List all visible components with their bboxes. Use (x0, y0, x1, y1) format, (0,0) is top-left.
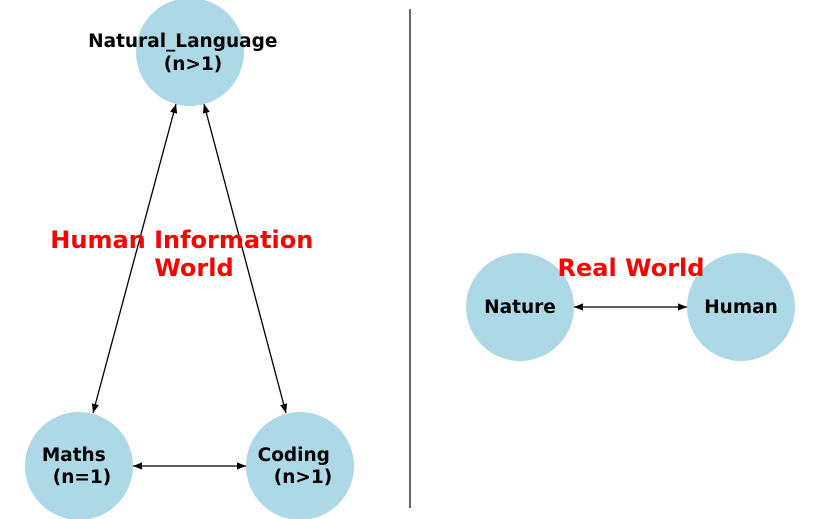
node-coding-label: Coding (n>1) (258, 445, 337, 488)
left-panel-edges (91, 103, 288, 470)
node-maths: Maths (n=1) (25, 412, 133, 519)
edge-natural-language-maths (91, 103, 178, 414)
human-information-world-label-line-1: Human Information (50, 226, 313, 254)
node-maths-label-line-2: (n=1) (53, 467, 111, 488)
node-maths-label: Maths (n=1) (42, 445, 112, 488)
real-world-label: Real World (558, 254, 705, 282)
node-nature: Nature (466, 253, 574, 361)
node-coding-label-line-2: (n>1) (274, 467, 332, 488)
node-coding-label-line-1: Coding (258, 445, 330, 466)
node-maths-label-line-1: Maths (42, 445, 106, 466)
node-nature-circle (466, 253, 574, 361)
node-natural-language-label-line-1: Natural_Language (88, 31, 277, 52)
node-human-circle (687, 253, 795, 361)
node-natural-language: Natural_Language (n>1) (88, 0, 284, 106)
node-nature-label: Nature (484, 297, 556, 318)
human-information-world-label-line-2: World (154, 254, 233, 282)
node-natural-language-circle (136, 0, 244, 106)
human-information-world-label: Human Information World (50, 226, 321, 282)
node-natural-language-label-line-2: (n>1) (164, 54, 222, 75)
node-human: Human (687, 253, 795, 361)
node-coding-circle (246, 412, 354, 519)
node-natural-language-label: Natural_Language (n>1) (88, 31, 284, 75)
node-maths-circle (25, 412, 133, 519)
edge-natural-language-coding (202, 103, 288, 414)
node-coding: Coding (n>1) (246, 412, 354, 519)
node-human-label: Human (704, 297, 778, 318)
